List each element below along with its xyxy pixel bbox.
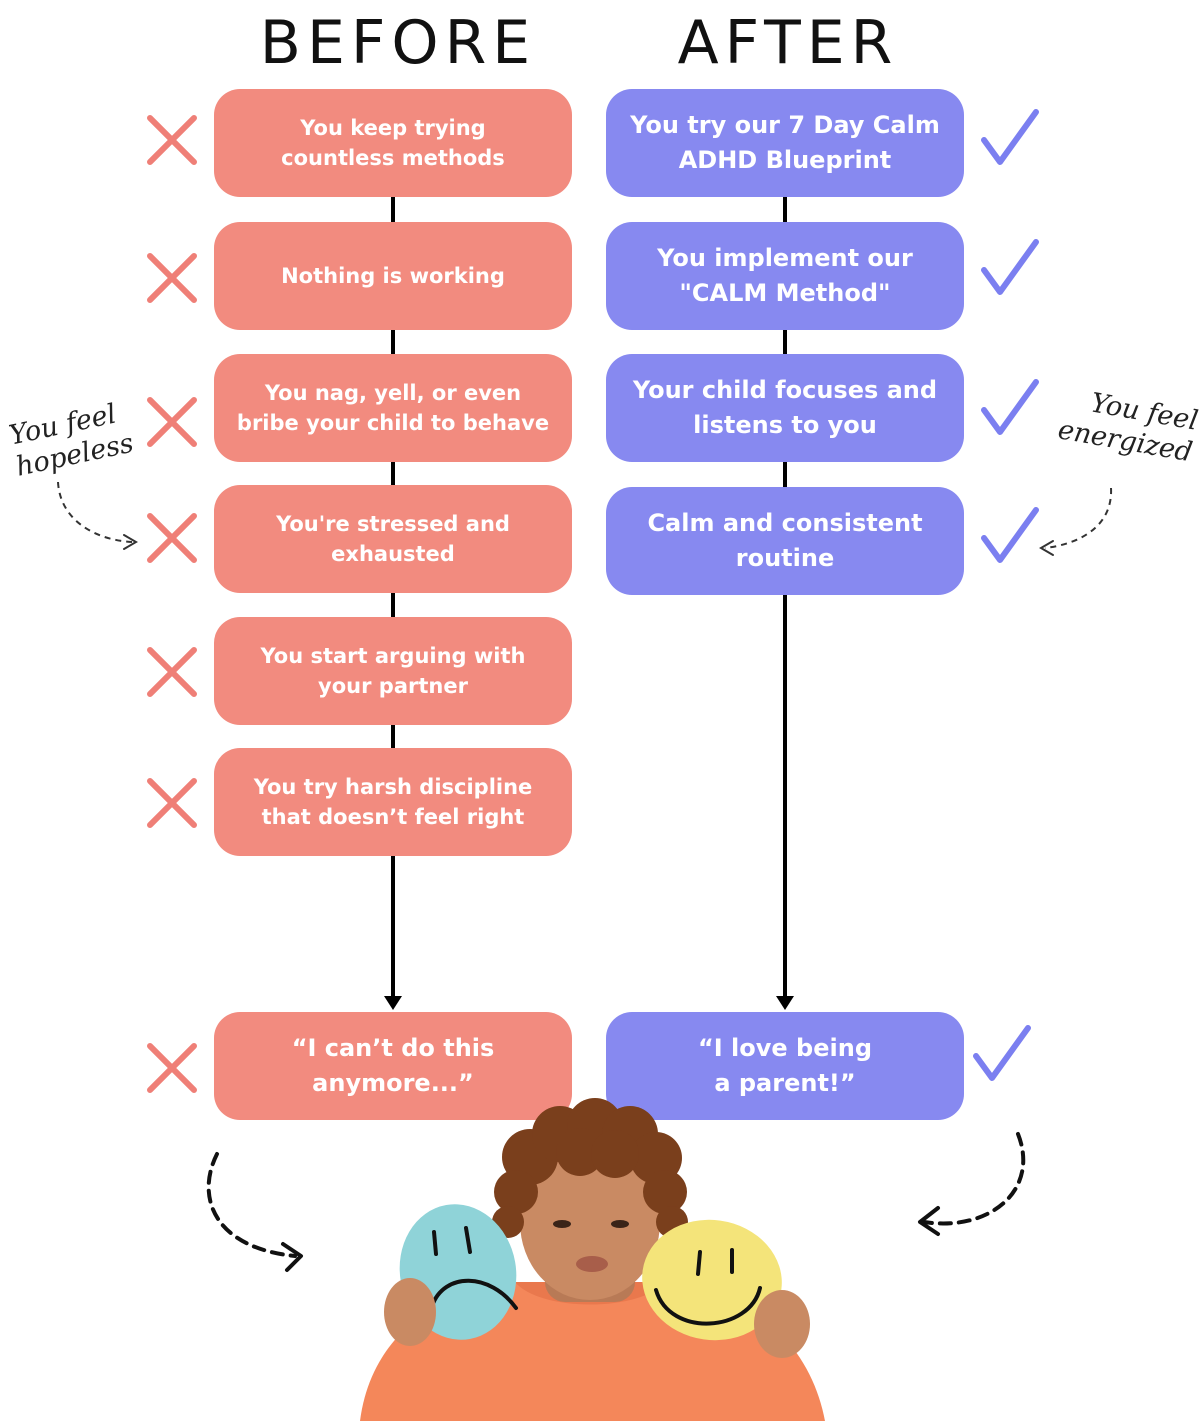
note-feel-hopeless: You feel hopeless: [6, 398, 137, 484]
after-heading: AFTER: [677, 8, 899, 78]
cross-icon: [147, 397, 197, 447]
before-timeline-arrowhead: [384, 996, 402, 1010]
checkmark-icon: [973, 1025, 1031, 1081]
checkmark-icon: [981, 379, 1039, 435]
dashed-arrow-to-child-left: [206, 1152, 303, 1272]
cross-icon: [147, 115, 197, 165]
before-outcome: “I can’t do this anymore...”: [214, 1012, 572, 1120]
dashed-arrow-to-child-right: [918, 1132, 1026, 1236]
child-holding-faces-image: [360, 1098, 825, 1421]
before-step-4: You're stressed and exhausted: [214, 485, 572, 593]
after-timeline-arrowhead: [776, 996, 794, 1010]
cross-icon: [147, 778, 197, 828]
checkmark-icon: [981, 109, 1039, 165]
after-step-3: Your child focuses and listens to you: [606, 354, 964, 462]
before-step-5: You start arguing with your partner: [214, 617, 572, 725]
before-step-2: Nothing is working: [214, 222, 572, 330]
before-step-6: You try harsh discipline that doesn’t fe…: [214, 748, 572, 856]
after-step-1: You try our 7 Day Calm ADHD Blueprint: [606, 89, 964, 197]
before-step-3: You nag, yell, or even bribe your child …: [214, 354, 572, 462]
before-step-1: You keep trying countless methods: [214, 89, 572, 197]
dashed-arrow-energized: [1039, 487, 1113, 556]
dashed-arrow-hopeless: [57, 481, 138, 550]
before-heading: BEFORE: [259, 8, 537, 78]
after-outcome: “I love being a parent!”: [606, 1012, 964, 1120]
cross-icon: [147, 513, 197, 563]
cross-icon: [147, 647, 197, 697]
note-feel-energized: You feel energized: [1055, 387, 1200, 469]
after-step-2: You implement our "CALM Method": [606, 222, 964, 330]
cross-icon: [147, 1043, 197, 1093]
after-step-4: Calm and consistent routine: [606, 487, 964, 595]
checkmark-icon: [981, 239, 1039, 295]
cross-icon: [147, 253, 197, 303]
checkmark-icon: [981, 507, 1039, 563]
